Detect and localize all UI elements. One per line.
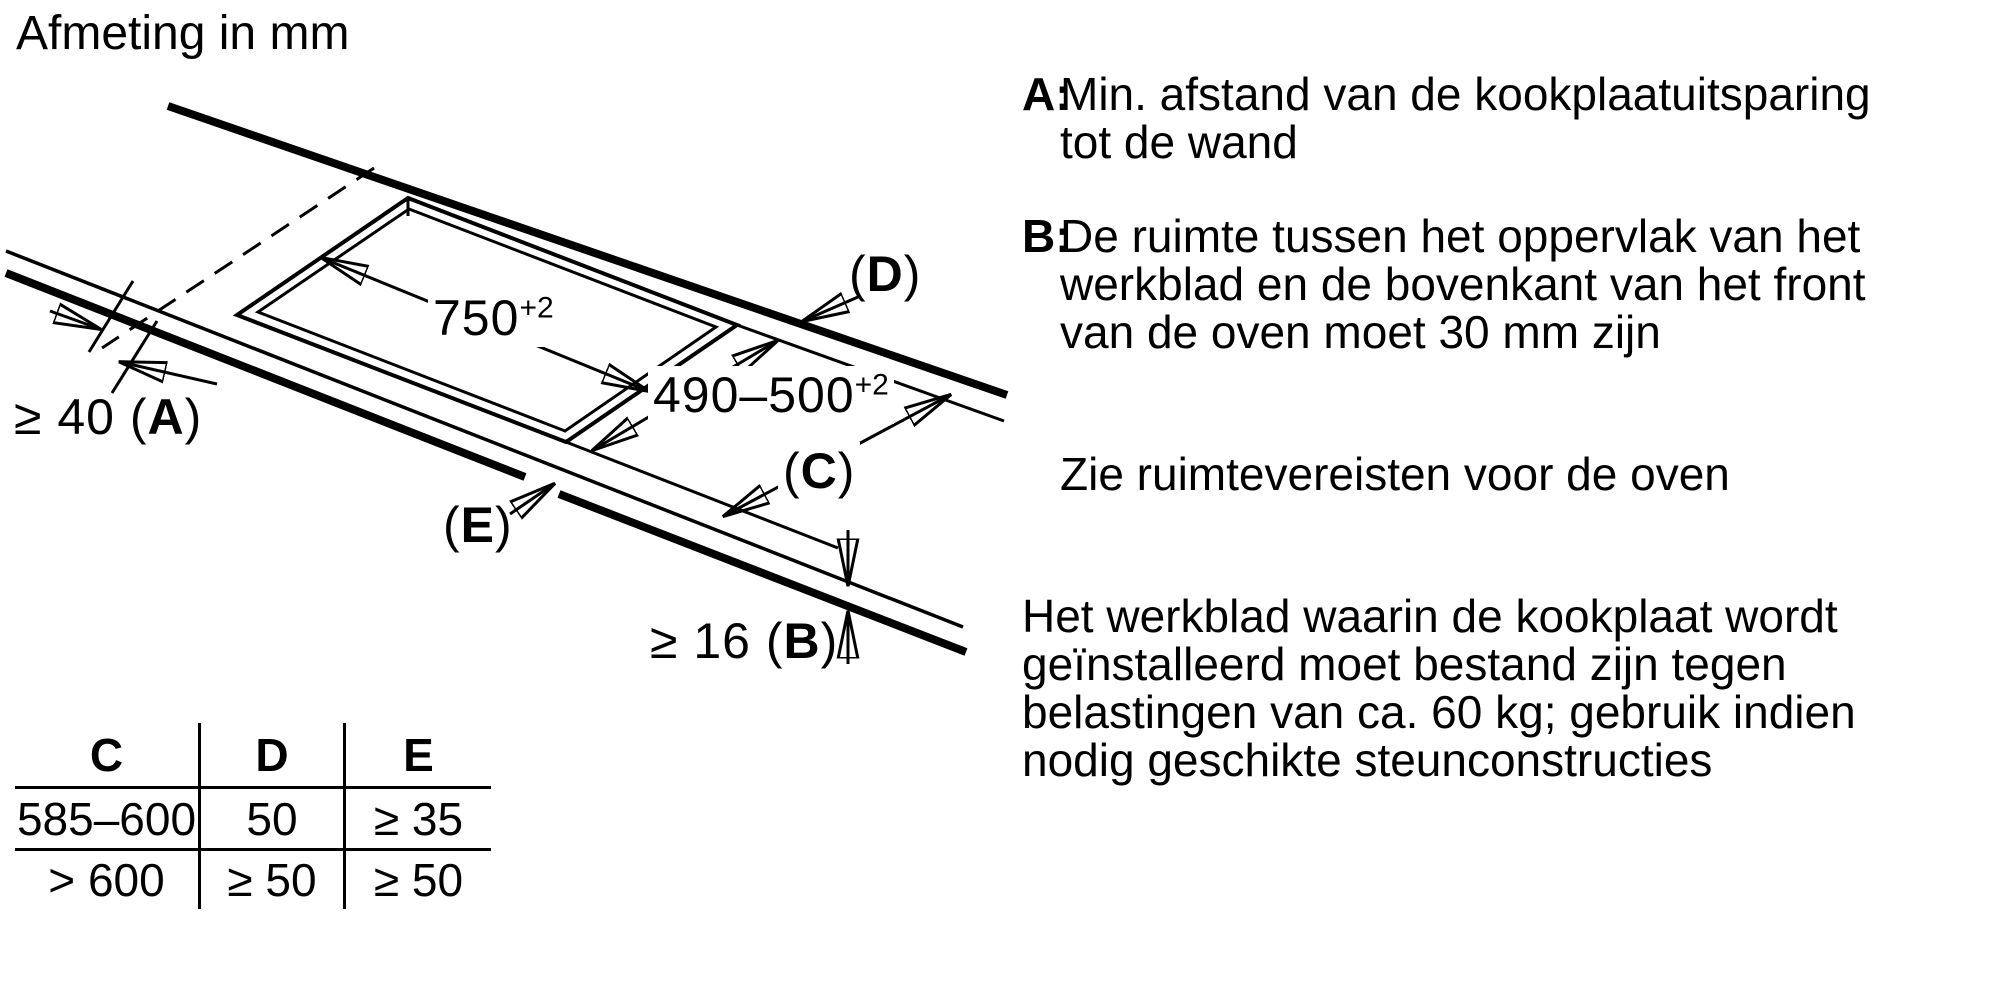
wall-line xyxy=(166,102,1009,399)
table-row: 585–600 50 ≥ 35 xyxy=(15,787,491,851)
table-cell-c2: > 600 xyxy=(15,849,201,909)
dimension-label-a: ≥ 40 (A) xyxy=(14,389,203,445)
dimension-label-c: (C) xyxy=(778,442,861,500)
extension-line-wall-a2 xyxy=(110,320,159,394)
extension-line-wall-a1 xyxy=(87,280,135,353)
table-header-row: C D E xyxy=(15,723,491,789)
arrow-e xyxy=(510,484,554,514)
table-cell-c1: 585–600 xyxy=(15,787,201,851)
table-cell-d2: ≥ 50 xyxy=(199,849,346,909)
note-oven-space: Zie ruimtevereisten voor de oven xyxy=(1060,448,1730,500)
note-a-text: Min. afstand van de kookplaatuitsparing … xyxy=(1060,68,1871,168)
note-worktop-load: Het werkblad waarin de kookplaat wordt g… xyxy=(1022,590,1856,786)
wall-dashed-line xyxy=(101,166,375,350)
dimension-label-b: ≥ 16 (B) xyxy=(650,613,839,669)
table-row: > 600 ≥ 50 ≥ 50 xyxy=(15,849,491,909)
table-header-e: E xyxy=(344,723,491,789)
table-cell-d1: 50 xyxy=(199,787,346,851)
table-cell-e2: ≥ 50 xyxy=(373,854,464,906)
arrow-d xyxy=(803,297,859,321)
dimension-label-depth: 490–500+2 xyxy=(648,366,894,424)
note-a-label: A: xyxy=(1022,68,1071,120)
note-b-text: De ruimte tussen het oppervlak van het w… xyxy=(1060,210,1866,358)
table-header-c: C xyxy=(15,723,201,789)
worktop-front-top-edge xyxy=(5,249,964,629)
dimensions-table: C D E 585–600 50 ≥ 35 > 600 ≥ 50 ≥ 50 xyxy=(15,723,491,909)
extension-line-front xyxy=(565,440,839,550)
table-header-d: D xyxy=(199,723,346,789)
arrow-a-right xyxy=(120,362,218,386)
arrow-a-left xyxy=(49,311,100,329)
worktop-front-bottom-edge-right xyxy=(557,490,968,656)
note-b-label: B: xyxy=(1022,210,1071,262)
dimension-label-width: 750+2 xyxy=(428,289,559,347)
table-cell-e1: ≥ 35 xyxy=(344,787,491,851)
dimension-label-e: (E) xyxy=(443,497,513,553)
dimension-label-d: (D) xyxy=(849,246,922,302)
figure-title: Afmeting in mm xyxy=(16,7,350,60)
